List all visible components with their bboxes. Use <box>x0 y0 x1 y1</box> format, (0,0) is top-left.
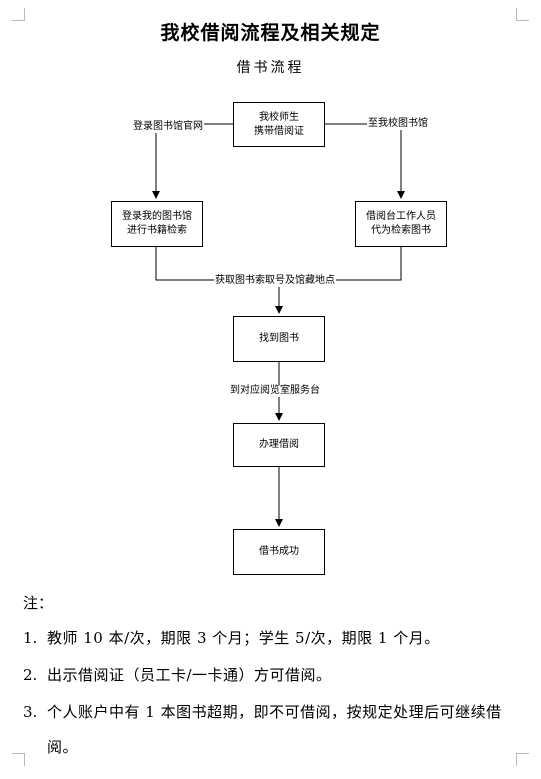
page-corner-mark <box>12 8 25 21</box>
connector-start-to-right <box>325 123 405 199</box>
notes-section: 注： 1. 教师 10 本/次，期限 3 个月；学生 5/次，期限 1 个月。 … <box>23 592 528 779</box>
flow-box-text: 借阅台工作人员 代为检索图书 <box>366 211 436 236</box>
flow-box-start: 我校师生 携带借阅证 <box>233 102 325 147</box>
flow-box-process: 办理借阅 <box>233 423 325 467</box>
flow-box-text: 找到图书 <box>259 333 299 344</box>
notes-heading: 注： <box>23 594 54 612</box>
note-number: 3. <box>23 703 38 721</box>
document-title: 我校借阅流程及相关规定 <box>160 22 381 44</box>
flow-box-text: 我校师生 携带借阅证 <box>254 111 304 137</box>
flow-box-text: 登录我的图书馆 进行书籍检索 <box>122 211 192 236</box>
note-number: 1. <box>23 629 38 647</box>
edge-label-website: 登录图书馆官网 <box>132 121 204 133</box>
flow-box-online-search: 登录我的图书馆 进行书籍检索 <box>111 201 203 247</box>
edge-label-call-number: 获取图书索取号及馆藏地点 <box>214 275 336 287</box>
note-text: 教师 10 本/次，期限 3 个月；学生 5/次，期限 1 个月。 <box>47 629 440 647</box>
page-corner-mark <box>516 753 529 766</box>
note-item: 3. 个人账户中有 1 本图书超期，即不可借阅，按规定处理后可继续借阅。 <box>23 701 528 765</box>
page-corner-mark <box>516 8 529 21</box>
flow-box-text: 借书成功 <box>259 546 299 557</box>
flow-box-desk-search: 借阅台工作人员 代为检索图书 <box>355 201 447 247</box>
edge-label-library: 至我校图书馆 <box>367 118 429 130</box>
note-text: 个人账户中有 1 本图书超期，即不可借阅，按规定处理后可继续借阅。 <box>47 703 502 756</box>
edge-label-service-desk: 到对应阅览室服务台 <box>229 385 321 397</box>
flow-box-success: 借书成功 <box>233 529 325 575</box>
note-item: 2. 出示借阅证（员工卡/一卡通）方可借阅。 <box>23 664 528 687</box>
note-item: 1. 教师 10 本/次，期限 3 个月；学生 5/次，期限 1 个月。 <box>23 627 528 650</box>
note-number: 2. <box>23 666 38 684</box>
note-text: 出示借阅证（员工卡/一卡通）方可借阅。 <box>47 666 332 684</box>
section-subtitle: 借书流程 <box>236 60 305 76</box>
flow-box-text: 办理借阅 <box>259 439 299 450</box>
connector-start-to-left <box>152 123 233 199</box>
flow-box-find-book: 找到图书 <box>233 316 325 362</box>
page-corner-mark <box>12 753 25 766</box>
